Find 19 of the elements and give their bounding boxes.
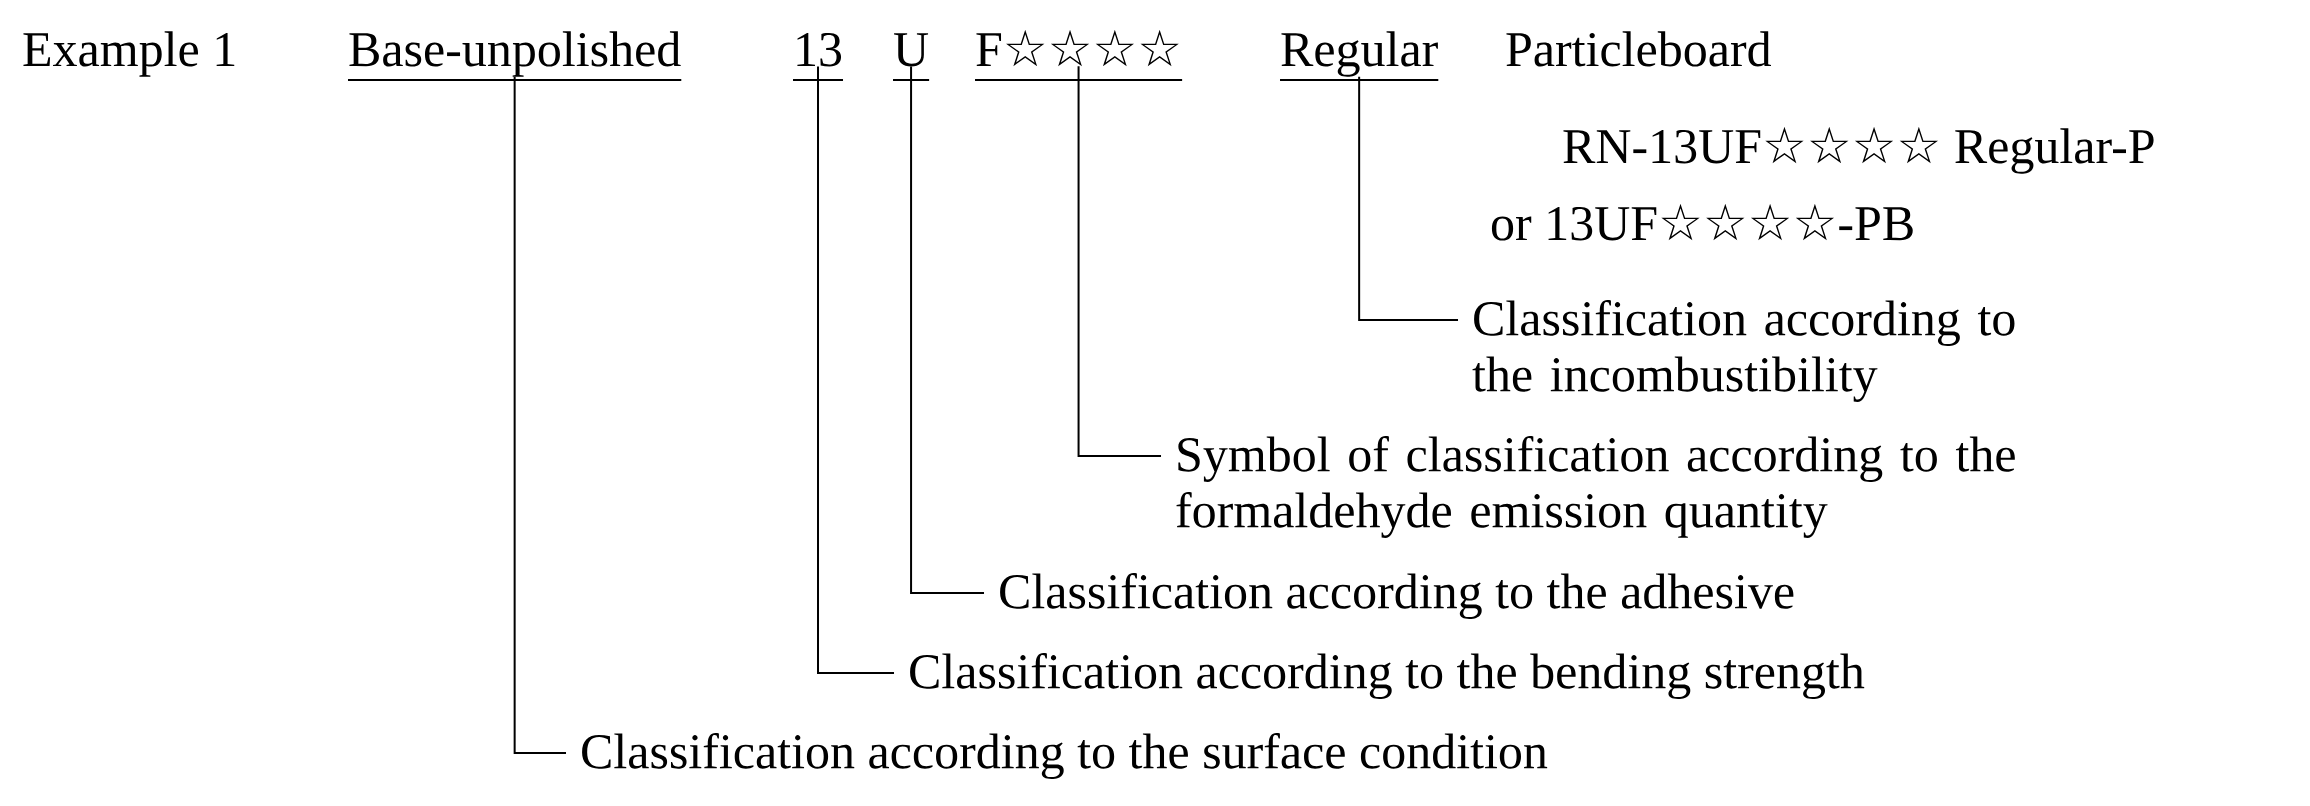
- leader-line: [1077, 65, 1162, 457]
- leader-line: [513, 75, 567, 754]
- leader-line: [817, 65, 895, 674]
- explanation-text: Classification according to the adhesive: [1000, 573, 1794, 619]
- underlined-term: Regular: [1279, 31, 1440, 81]
- underlined-term: F☆☆☆☆: [974, 29, 1184, 81]
- underlined-term: 13: [792, 32, 844, 81]
- explanation-text: Symbol of classification according to the formaldehyde emission quantity: [1176, 436, 2015, 538]
- label-text: Particleboard: [1506, 31, 1771, 67]
- label-text: Example 1: [23, 31, 235, 77]
- label-text: RN-13UF☆☆☆☆ Regular-P: [1563, 126, 2154, 174]
- label-text: or 13UF☆☆☆☆-PB: [1491, 203, 1913, 241]
- explanation-text: Classification according to the surface condition: [582, 733, 1548, 779]
- explanation-text: Classification according to the incombustibility: [1472, 300, 2015, 402]
- leader-line: [1358, 75, 1459, 321]
- explanation-text: Classification according to the bending strength: [910, 653, 1865, 699]
- underlined-term: Base-unpolished: [347, 31, 683, 81]
- underlined-term: U: [892, 33, 931, 81]
- leader-line: [910, 65, 985, 594]
